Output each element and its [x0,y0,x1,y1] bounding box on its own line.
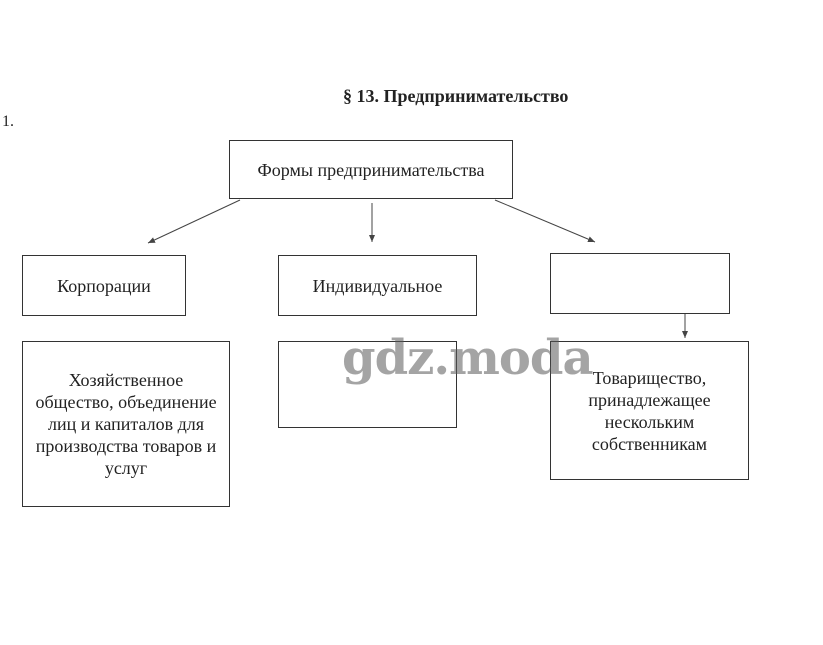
item-number: 1. [2,113,14,130]
form-box-corporations: Корпорации [22,255,186,316]
arrow-left [147,199,241,244]
form-box-empty [550,253,730,314]
arrow-right [494,199,596,243]
root-box: Формы предпринимательства [229,140,513,199]
watermark: gdz.moda [342,330,594,386]
description-box-partnership: Товарищество, принадлежащее нескольким с… [550,341,749,480]
description-box-corporations: Хозяйственное общество, объединение лиц … [22,341,230,507]
form-box-individual: Индивидуальное [278,255,477,316]
description-box-individual [278,341,457,428]
page-title: § 13. Предпринимательство [343,86,569,106]
